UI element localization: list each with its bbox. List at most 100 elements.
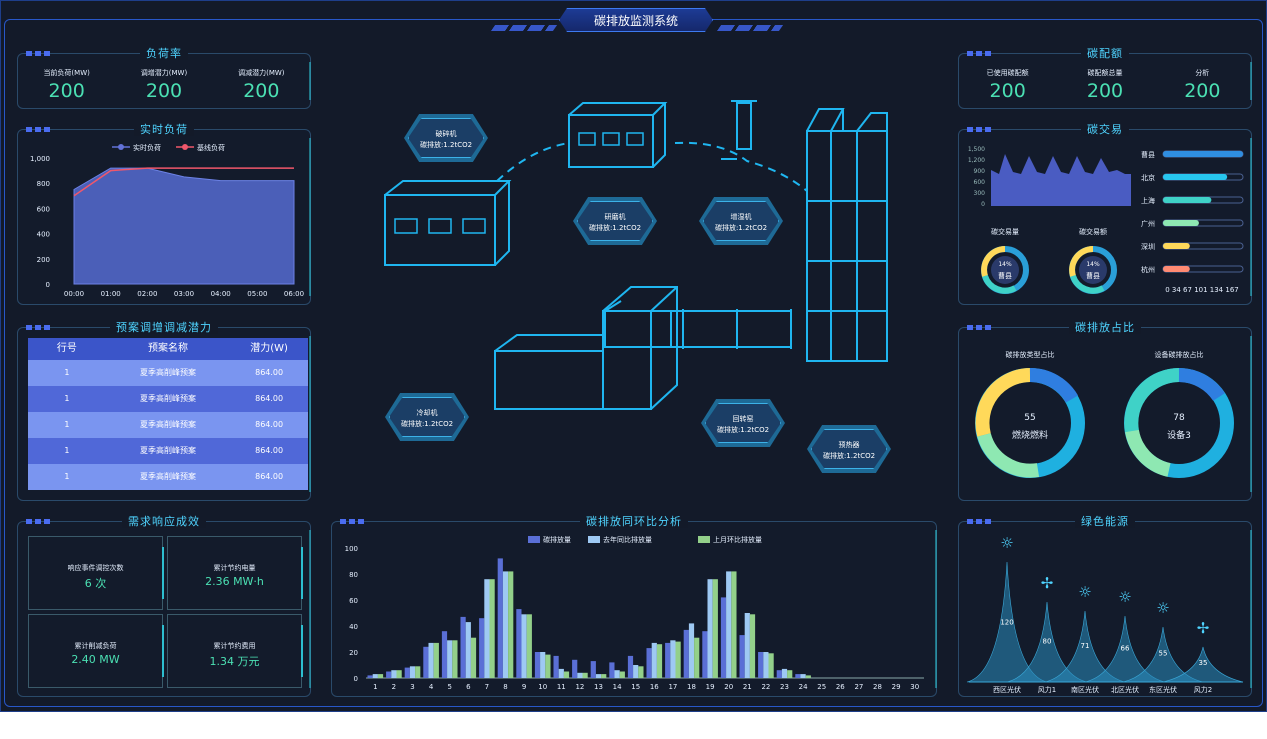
panel-title: 预案调增调减潜力: [110, 321, 218, 334]
bar: [749, 614, 756, 678]
y-tick-label: 0: [354, 675, 358, 683]
bar: [367, 675, 373, 678]
y-tick-label: 200: [37, 256, 50, 264]
bar: [800, 674, 806, 678]
bar: [428, 642, 434, 678]
bar: [795, 674, 801, 678]
donut-value: 78: [1173, 413, 1185, 423]
bar: [656, 644, 663, 678]
node-cooler[interactable]: 冷却机碳排放:1.2tCO2: [389, 397, 465, 437]
donut-seg: [975, 368, 1031, 437]
y-tick-label: 900: [974, 168, 986, 175]
panel-title: 碳配额: [1081, 47, 1129, 60]
y-tick-label: 60: [349, 597, 358, 605]
legend-swatch: [698, 536, 710, 543]
bar: [619, 671, 625, 678]
bar: [726, 571, 732, 678]
bar: [712, 579, 718, 678]
bar: [763, 652, 769, 678]
table-cell: 864.00: [255, 446, 284, 455]
bar: [633, 665, 639, 678]
x-tick-label: 东区光伏: [1149, 685, 1177, 694]
bar: [465, 622, 471, 678]
x-tick-label: 30: [910, 683, 919, 691]
bar: [489, 579, 495, 678]
x-tick-label: 22: [761, 683, 770, 691]
bar-fill: [1163, 197, 1212, 203]
peak-value: 80: [1043, 638, 1052, 646]
bar: [545, 654, 551, 678]
donut-seg: [982, 274, 1017, 294]
peak-value: 55: [1159, 650, 1168, 658]
bar: [386, 671, 392, 678]
x-tick-label: 12: [575, 683, 584, 691]
x-tick-label: 西区光伏: [993, 685, 1021, 694]
bar: [563, 671, 570, 678]
y-tick-label: 1,000: [30, 155, 50, 163]
peak-value: 71: [1081, 642, 1090, 650]
node-preheater[interactable]: 预热器碳排放:1.2tCO2: [811, 429, 887, 469]
x-tick-label: 29: [892, 683, 901, 691]
y-tick-label: 0: [981, 201, 985, 208]
bar: [441, 631, 448, 678]
table-cell: 864.00: [255, 394, 284, 403]
table-cell: 夏季高削峰预案: [140, 394, 196, 403]
bar: [447, 640, 453, 678]
x-tick-label: 6: [466, 683, 471, 691]
node-crusher[interactable]: 破碎机碳排放:1.2tCO2: [408, 118, 484, 158]
header-deco-left: [490, 25, 558, 31]
bar: [433, 642, 439, 678]
y-tick-label: 600: [37, 205, 50, 213]
legend-marker: [118, 144, 124, 150]
node-humidifier[interactable]: 增湿机碳排放:1.2tCO2: [703, 201, 779, 241]
load-rate-panel: 负荷率 当前负荷(MW)200 调增潜力(MW)200 调减潜力(MW)200: [17, 47, 311, 109]
y-tick-label: 1,500: [968, 146, 985, 153]
y-tick-label: 300: [974, 190, 986, 197]
x-tick-label: 北区光伏: [1111, 685, 1139, 694]
donut-center: [991, 256, 1019, 284]
donut-seg: [977, 432, 1040, 478]
x-tick-label: 9: [522, 683, 526, 691]
bar: [665, 642, 671, 678]
header-deco-right: [716, 25, 784, 31]
legend-label: 上月环比排放量: [713, 535, 762, 544]
bar: [731, 571, 737, 678]
page-title: 碳排放监测系统: [559, 8, 713, 32]
x-tick-label: 5: [447, 683, 451, 691]
bar: [707, 579, 713, 678]
x-tick-label: 13: [594, 683, 603, 691]
donut-label: 碳交易量: [991, 227, 1019, 236]
node-kiln[interactable]: 回转窑碳排放:1.2tCO2: [705, 403, 781, 443]
bar-fill: [1163, 220, 1199, 226]
donut-seg: [1125, 429, 1171, 477]
legend-label: 基线负荷: [197, 143, 225, 152]
fan-icon: ✢: [1041, 574, 1054, 592]
donut-seg: [1124, 368, 1180, 433]
legend-swatch: [528, 536, 540, 543]
donut-percent: 14%: [1086, 261, 1100, 268]
dashboard: 碳排放监测系统 负荷率 当前负荷(MW)200 调增潜力(MW)200 调减潜力…: [0, 0, 1267, 712]
bar: [572, 659, 578, 678]
legend-swatch: [588, 536, 600, 543]
peak-value: 35: [1199, 659, 1208, 667]
bar: [415, 666, 421, 678]
x-tick-label: 15: [631, 683, 640, 691]
trade-charts: 03006009001,2001,500碳交易量14%曹县碳交易额14%曹县曹县…: [968, 146, 1244, 294]
node-grinder[interactable]: 研磨机碳排放:1.2tCO2: [577, 201, 653, 241]
x-tick-label: 04:00: [211, 290, 231, 298]
bar: [497, 558, 503, 678]
x-tick-label: 05:00: [247, 290, 267, 298]
x-tick-label: 南区光伏: [1071, 685, 1099, 694]
